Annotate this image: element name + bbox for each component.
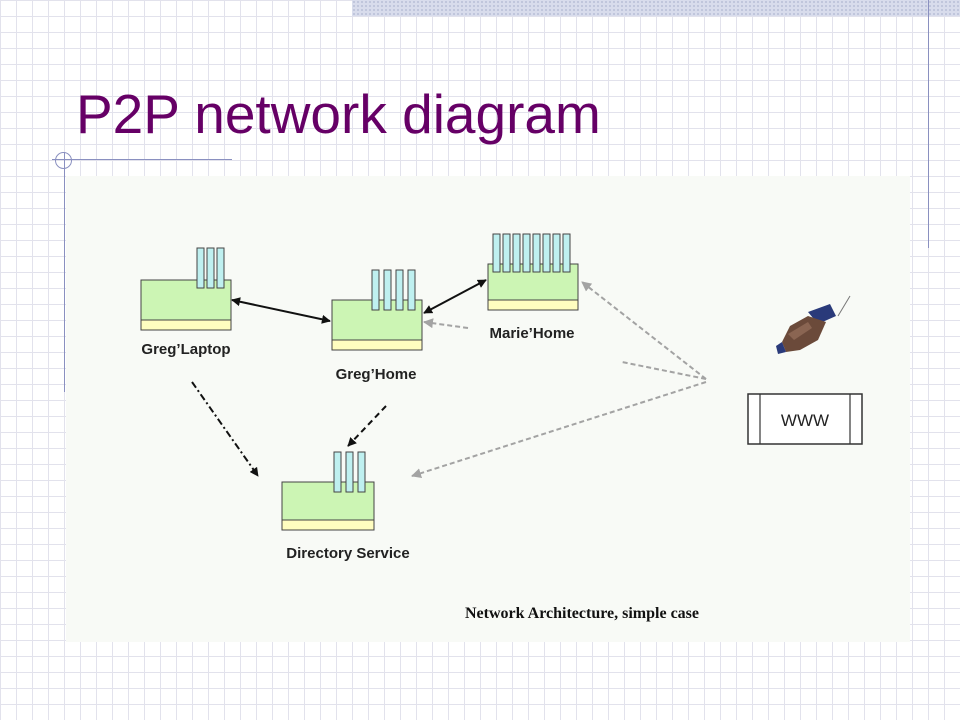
arrow-greghome-directory — [347, 405, 387, 447]
www-box — [747, 393, 863, 445]
server-greg-laptop — [140, 247, 232, 331]
right-decorative-rule — [928, 0, 929, 248]
figure-caption: Network Architecture, simple case — [465, 605, 699, 622]
arrow-www-directory — [411, 381, 707, 479]
node-label-marie-home: Marie’Home — [489, 325, 574, 342]
www-label: WWW — [781, 411, 829, 430]
network-diagram-svg: Greg’Laptop Greg’Home Marie’Home — [140, 233, 863, 622]
arrow-mariehome-greghome — [423, 318, 469, 329]
node-label-greg-home: Greg’Home — [336, 366, 417, 383]
title-bullet-circle — [55, 152, 72, 169]
server-greg-home — [331, 269, 423, 351]
top-decorative-band — [352, 0, 960, 16]
arrow-www-mariehome — [581, 281, 707, 380]
server-marie-home — [487, 233, 579, 311]
hand-held-phone-icon — [776, 295, 851, 354]
server-directory-service — [281, 451, 375, 531]
node-label-directory-service: Directory Service — [286, 545, 409, 562]
page-title: P2P network diagram — [76, 83, 601, 145]
arrow-www-branch — [621, 361, 707, 380]
arrow-laptop-greghome — [231, 297, 331, 324]
arrow-greghome-mariehome — [423, 279, 487, 314]
node-label-greg-laptop: Greg’Laptop — [141, 341, 230, 358]
network-diagram-figure: Greg’Laptop Greg’Home Marie’Home — [66, 176, 910, 642]
left-decorative-rule — [64, 152, 65, 392]
arrow-laptop-directory — [191, 381, 259, 477]
title-underline — [52, 159, 232, 160]
